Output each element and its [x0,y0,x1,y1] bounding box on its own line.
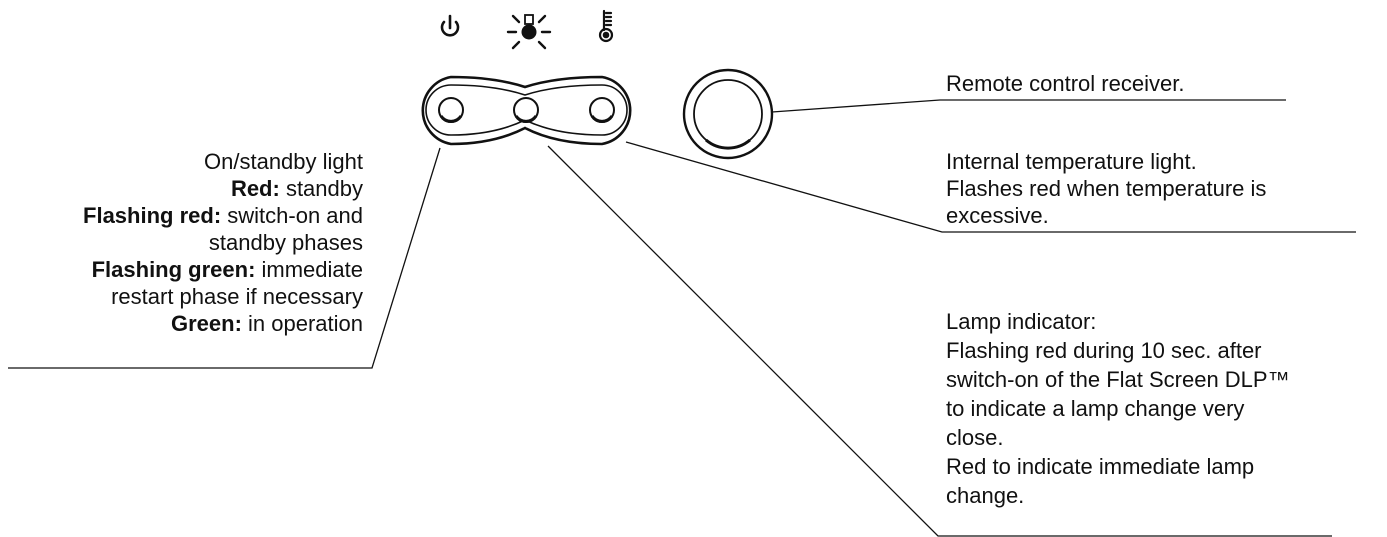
remote-leader-line [771,99,1286,113]
thermometer-icon [598,9,614,43]
standby-line-3: standby phases [208,230,363,255]
temperature-line-3: excessive. [946,203,1049,228]
temperature-description: Internal temperature light. Flashes red … [946,148,1266,229]
lamp-icon [506,14,552,50]
standby-line-5: restart phase if necessary [111,284,363,309]
lamp-line-3: switch-on of the Flat Screen DLP™ [946,367,1290,392]
standby-description: On/standby light Red: standby Flashing r… [83,148,363,337]
standby-title: On/standby light [204,149,363,174]
remote-description: Remote control receiver. [946,70,1184,97]
standby-line-4: Flashing green: immediate [91,257,363,282]
lamp-leader-line [547,145,1332,537]
standby-line-2: Flashing red: switch-on and [83,203,363,228]
temperature-light [589,97,615,123]
lamp-line-2: Flashing red during 10 sec. after [946,338,1262,363]
light-housing-inner [425,84,628,136]
lamp-line-1: Lamp indicator: [946,309,1097,334]
lamp-light [513,97,539,123]
power-icon [440,14,460,37]
temperature-line-1: Internal temperature light. [946,149,1197,174]
lamp-line-5: close. [946,425,1004,450]
remote-control-receiver [682,68,774,160]
lamp-line-4: to indicate a lamp change very [946,396,1245,421]
lamp-description: Lamp indicator: Flashing red during 10 s… [946,307,1290,510]
remote-line-1: Remote control receiver. [946,71,1185,96]
temperature-leader-line [625,141,1356,233]
standby-line-1: Red: standby [230,176,363,201]
standby-line-6: Green: in operation [170,311,363,336]
lamp-line-6: Red to indicate immediate lamp [946,454,1255,479]
standby-leader-line [8,147,441,369]
standby-light [438,97,464,123]
lamp-line-7: change. [946,483,1025,508]
temperature-line-2: Flashes red when temperature is [946,176,1267,201]
